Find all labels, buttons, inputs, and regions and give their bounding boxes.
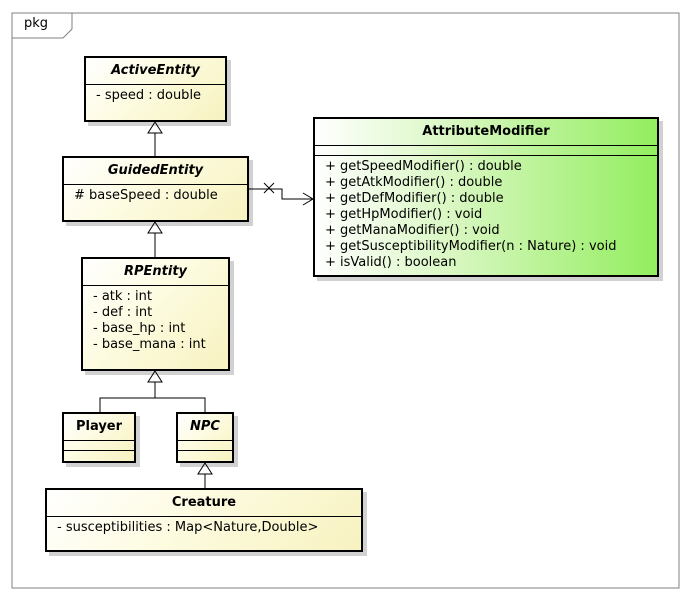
package-frame xyxy=(11,12,680,589)
attribute: - base_mana : int xyxy=(93,337,206,352)
association-guided-to-attribute-modifier xyxy=(249,182,314,206)
package-name: pkg xyxy=(24,16,49,31)
attribute: - susceptibilities : Map<Nature,Double> xyxy=(57,520,319,535)
operation: + getHpModifier() : void xyxy=(325,207,483,222)
operation: + isValid() : boolean xyxy=(325,255,457,270)
attribute: - base_hp : int xyxy=(93,321,186,336)
generalization-rp-to-guided xyxy=(147,221,163,257)
class-name: GuidedEntity xyxy=(64,158,247,185)
class-name: RPEntity xyxy=(83,259,228,286)
generalization-guided-to-active xyxy=(147,121,163,156)
operation: + getSusceptibilityModifier(n : Nature) … xyxy=(325,239,617,254)
package-frame-tab xyxy=(12,13,73,39)
class-name: Player xyxy=(64,414,134,441)
attribute: - atk : int xyxy=(93,289,153,304)
class-name: AttributeModifier xyxy=(315,119,657,146)
attributes-section: - speed : double xyxy=(86,85,225,108)
attribute: # baseSpeed : double xyxy=(74,188,218,203)
operation: + getDefModifier() : double xyxy=(325,191,504,206)
attributes-section: # baseSpeed : double xyxy=(64,185,247,208)
attributes-section xyxy=(64,441,134,451)
class-player: Player xyxy=(62,412,136,463)
class-active-entity: ActiveEntity - speed : double xyxy=(84,56,227,122)
operation: + getManaModifier() : void xyxy=(325,223,500,238)
generalization-player-npc-to-rp xyxy=(99,370,206,412)
attributes-section xyxy=(315,146,657,156)
class-name: Creature xyxy=(47,490,361,517)
attributes-section: - susceptibilities : Map<Nature,Double> xyxy=(47,517,361,540)
attribute: - def : int xyxy=(93,305,153,320)
generalization-creature-to-npc xyxy=(197,462,213,488)
operation: + getSpeedModifier() : double xyxy=(325,159,522,174)
class-name: NPC xyxy=(178,414,232,441)
class-rp-entity: RPEntity - atk : int - def : int - base_… xyxy=(81,257,230,371)
operations-section xyxy=(64,451,134,460)
class-creature: Creature - susceptibilities : Map<Nature… xyxy=(45,488,363,552)
class-guided-entity: GuidedEntity # baseSpeed : double xyxy=(62,156,249,222)
class-npc: NPC xyxy=(176,412,234,463)
attributes-section: - atk : int - def : int - base_hp : int … xyxy=(83,286,228,357)
class-attribute-modifier: AttributeModifier + getSpeedModifier() :… xyxy=(313,117,659,277)
operation: + getAtkModifier() : double xyxy=(325,175,503,190)
class-name: ActiveEntity xyxy=(86,58,225,85)
operations-section xyxy=(178,451,232,460)
attribute: - speed : double xyxy=(96,88,202,103)
operations-section: + getSpeedModifier() : double + getAtkMo… xyxy=(315,156,657,275)
attributes-section xyxy=(178,441,232,451)
